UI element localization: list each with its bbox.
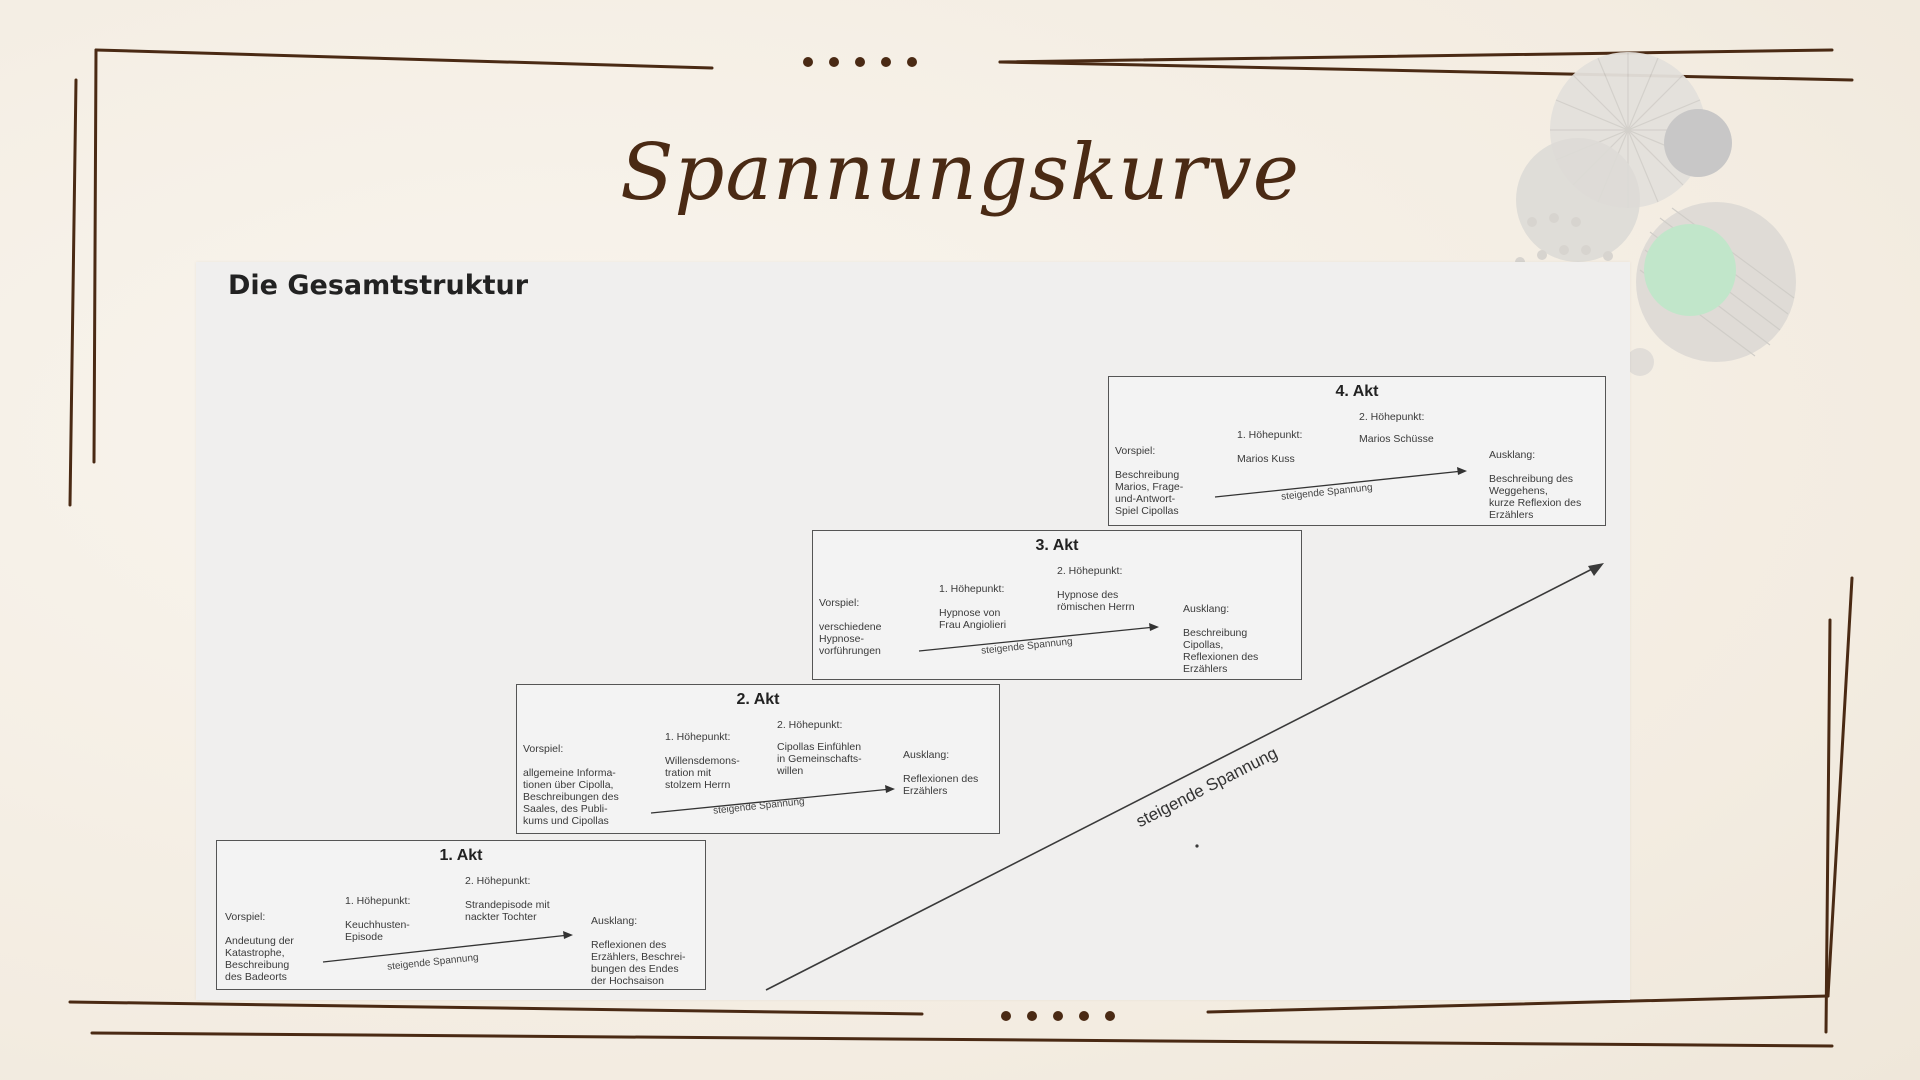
hp1-text: Marios Kuss — [1237, 453, 1295, 465]
hp1-text: Hypnose von Frau Angiolieri — [939, 607, 1007, 631]
vorspiel-label: Vorspiel: — [819, 597, 860, 609]
hp2-label: 2. Höhepunkt: — [777, 719, 843, 731]
decorative-circles — [1485, 52, 1796, 376]
act-1-box: 1. Akt Vorspiel: Andeutung der Katastrop… — [216, 840, 706, 990]
ausklang-label: Ausklang: — [903, 749, 950, 761]
act-2-box: 2. Akt Vorspiel: allgemeine Informa- tio… — [516, 684, 1000, 834]
act-arrow — [1214, 467, 1467, 498]
ausklang-text: Reflexionen des Erzählers, Beschrei- bun… — [591, 939, 686, 987]
hp1-text: Willensdemons- tration mit stolzem Herrn — [665, 755, 740, 791]
act-arrow — [650, 785, 895, 814]
vorspiel-label: Vorspiel: — [1115, 445, 1156, 457]
act-title: 3. Akt — [1035, 537, 1079, 554]
hp2-label: 2. Höhepunkt: — [1359, 411, 1425, 423]
act-title: 4. Akt — [1335, 383, 1379, 400]
act-arrow — [322, 931, 573, 963]
vorspiel-text: allgemeine Informa- tionen über Cipolla,… — [523, 767, 619, 827]
hp1-label: 1. Höhepunkt: — [939, 583, 1005, 595]
bottom-dots — [1001, 1011, 1115, 1021]
ausklang-label: Ausklang: — [1183, 603, 1230, 615]
act-4-box: 4. Akt Vorspiel: Beschreibung Marios, Fr… — [1108, 376, 1606, 526]
hp2-text: Hypnose des römischen Herrn — [1057, 589, 1135, 613]
hp1-text: Keuchhusten- Episode — [345, 919, 410, 943]
hp2-text: Cipollas Einfühlen in Gemeinschafts- wil… — [777, 741, 862, 777]
act-3-box: 3. Akt Vorspiel: verschiedene Hypnose- v… — [812, 530, 1302, 680]
act-arrow — [918, 623, 1159, 652]
ausklang-text: Reflexionen des Erzählers — [903, 773, 979, 797]
hp1-label: 1. Höhepunkt: — [665, 731, 731, 743]
slide-title: Spannungskurve — [620, 128, 1300, 218]
hp2-label: 2. Höhepunkt: — [1057, 565, 1123, 577]
vorspiel-text: Beschreibung Marios, Frage- und-Antwort-… — [1115, 469, 1184, 517]
hp2-text: Strandepisode mit nackter Tochter — [465, 899, 550, 923]
vorspiel-text: verschiedene Hypnose- vorführungen — [819, 621, 882, 657]
vorspiel-label: Vorspiel: — [523, 743, 564, 755]
hp1-label: 1. Höhepunkt: — [1237, 429, 1303, 441]
hp1-label: 1. Höhepunkt: — [345, 895, 411, 907]
diagram-heading: Die Gesamtstruktur — [228, 270, 529, 301]
hp2-text: Marios Schüsse — [1359, 433, 1434, 445]
hp2-label: 2. Höhepunkt: — [465, 875, 531, 887]
vorspiel-text: Andeutung der Katastrophe, Beschreibung … — [225, 935, 294, 983]
act-title: 1. Akt — [439, 847, 483, 864]
ausklang-label: Ausklang: — [591, 915, 638, 927]
top-dots — [803, 57, 917, 67]
act-title: 2. Akt — [736, 691, 780, 708]
ausklang-text: Beschreibung Cipollas, Reflexionen des E… — [1183, 627, 1259, 675]
ausklang-label: Ausklang: — [1489, 449, 1536, 461]
ausklang-text: Beschreibung des Weggehens, kurze Reflex… — [1489, 473, 1582, 521]
vorspiel-label: Vorspiel: — [225, 911, 266, 923]
